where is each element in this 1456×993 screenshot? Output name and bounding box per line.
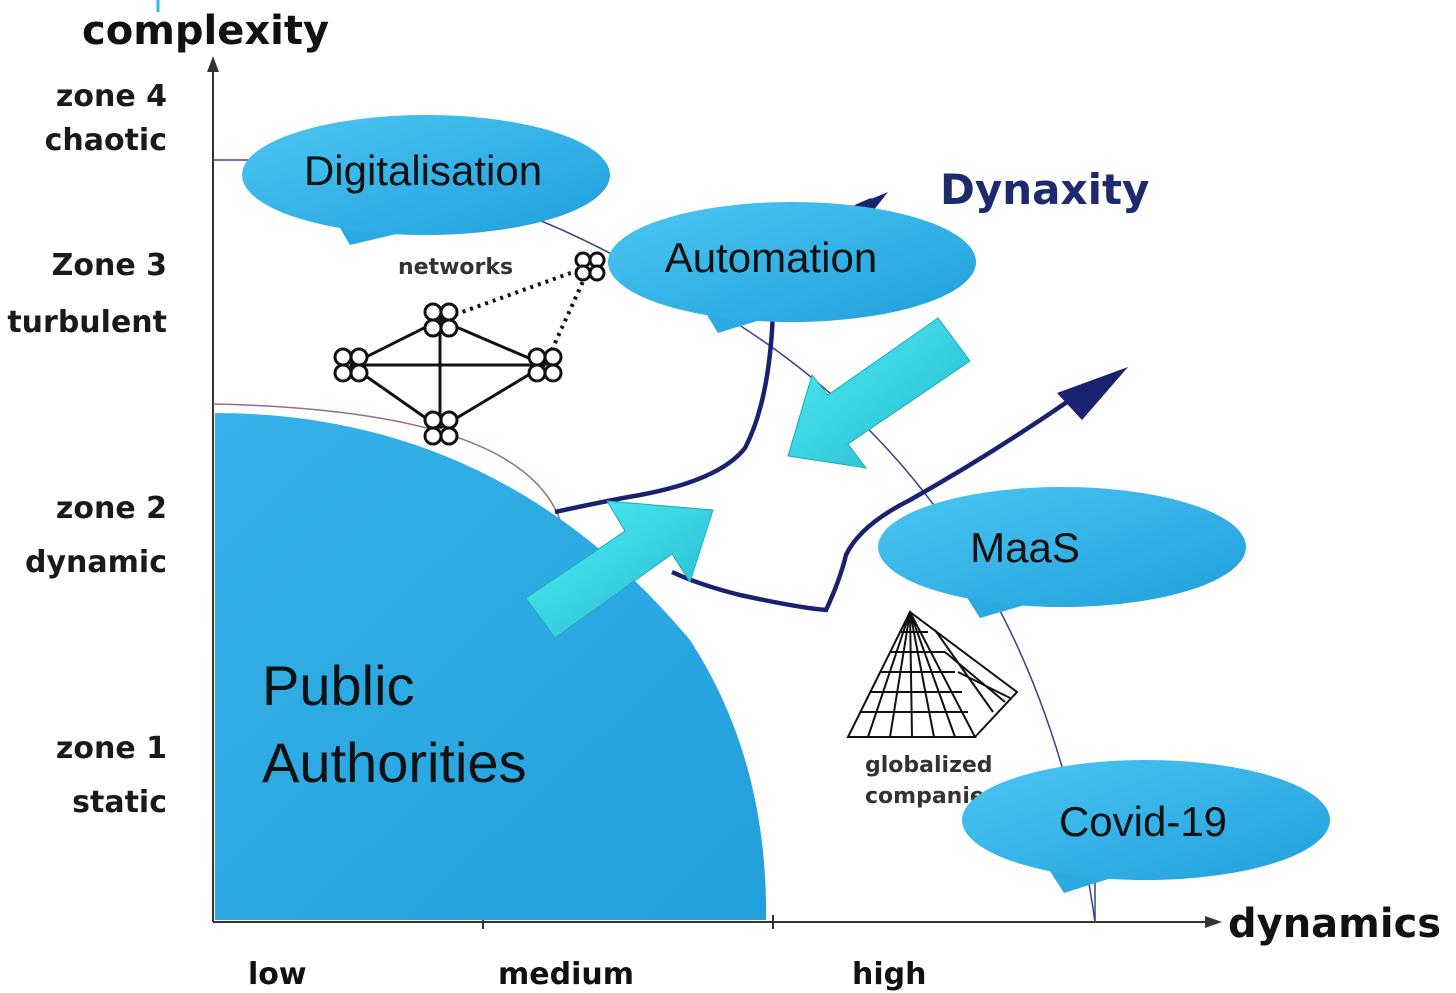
public-authorities-region: Public Authorities: [215, 413, 767, 920]
dynaxity-title: Dynaxity: [940, 165, 1149, 214]
network-node-icon: [527, 347, 563, 383]
trajectory-lower-arrowhead: [1057, 367, 1128, 420]
zone-2-desc: dynamic: [25, 545, 167, 580]
zone-1-label: zone 1: [56, 731, 167, 766]
bubble-digitalisation-text: Digitalisation: [304, 147, 542, 194]
globalized-label: globalized: [865, 753, 993, 778]
bubble-maas: MaaS: [878, 487, 1246, 618]
zone-3-desc: turbulent: [7, 305, 167, 340]
bubble-covid: Covid-19: [962, 760, 1330, 893]
x-tick-medium: medium: [498, 957, 634, 992]
network-node-icons: [333, 251, 606, 446]
bubble-digitalisation: Digitalisation: [242, 115, 610, 245]
x-axis: dynamics low medium high: [213, 901, 1441, 992]
y-axis: complexity: [82, 8, 329, 922]
x-axis-label: dynamics: [1228, 901, 1441, 947]
networks-illustration: networks: [333, 251, 606, 446]
arrow-up-right-icon: [525, 500, 714, 639]
zone-3-label: Zone 3: [52, 248, 167, 283]
trajectory-lower: [671, 398, 1072, 613]
bubble-covid-text: Covid-19: [1059, 798, 1227, 845]
network-node-icon: [333, 347, 369, 383]
public-authorities-label-1: Public: [262, 654, 415, 717]
cyan-arrows: [525, 317, 971, 639]
y-axis-label: complexity: [82, 8, 329, 54]
bubble-automation-text: Automation: [665, 234, 877, 281]
x-tick-high: high: [852, 957, 926, 992]
network-node-icon: [574, 251, 606, 282]
pyramid-illustration: globalized companies: [846, 609, 1019, 809]
bubble-automation: Automation: [608, 202, 976, 333]
zone-1-desc: static: [72, 785, 167, 820]
public-authorities-label-2: Authorities: [262, 731, 527, 794]
zone-4-desc: chaotic: [45, 123, 167, 158]
networks-label: networks: [398, 255, 513, 280]
bubble-maas-text: MaaS: [970, 524, 1080, 571]
network-node-icon: [423, 410, 459, 446]
x-tick-low: low: [248, 957, 307, 992]
zone-2-label: zone 2: [56, 491, 167, 526]
network-node-icon: [423, 302, 459, 338]
zone-4-label: zone 4: [56, 79, 167, 114]
arrow-down-left-icon: [787, 317, 971, 469]
pyramid-grid-icon: [860, 611, 1011, 738]
public-authorities-shape: [215, 413, 767, 920]
zone-labels: zone 4 chaotic Zone 3 turbulent zone 2 d…: [7, 79, 167, 820]
